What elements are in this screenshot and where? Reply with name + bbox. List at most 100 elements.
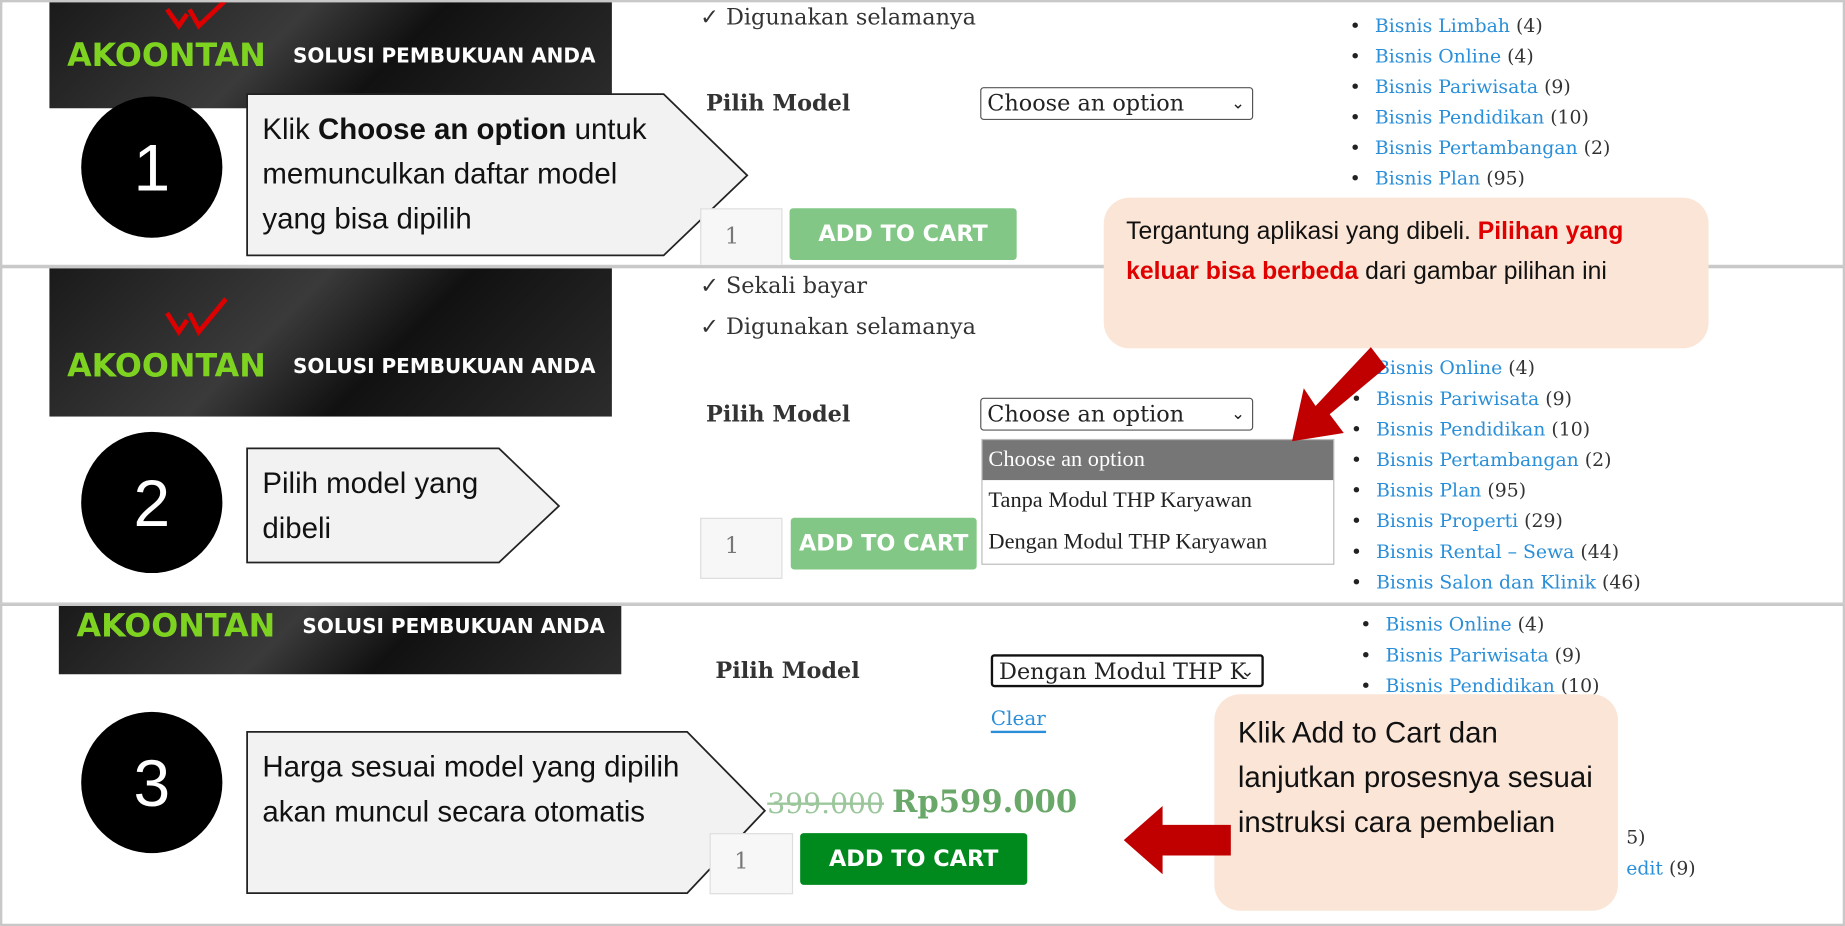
feature-item: ✓ Sekali bayar (700, 272, 868, 299)
model-label: Pilih Model (715, 657, 860, 684)
category-item[interactable]: Bisnis Pertambangan (2) (1371, 133, 1610, 164)
model-dropdown: Choose an option Tanpa Modul THP Karyawa… (981, 438, 1335, 565)
category-item[interactable]: Bisnis Pertambangan (2) (1372, 445, 1641, 476)
category-link[interactable]: Bisnis Pertambangan (1374, 136, 1578, 159)
category-link[interactable]: Bisnis Plan (1374, 167, 1481, 190)
category-count: (4) (1517, 613, 1545, 636)
category-count: (10) (1560, 674, 1600, 697)
category-count: (29) (1524, 509, 1563, 532)
brand-banner: AKOONTAN SOLUSI PEMBUKUAN ANDA (49, 2, 612, 109)
model-label: Pilih Model (706, 90, 851, 117)
select-value: Choose an option (987, 401, 1185, 428)
step-number: 2 (81, 431, 223, 574)
category-count: (10) (1550, 105, 1589, 129)
note-highlight: Pilihan yang keluar bisa berbeda (1126, 217, 1624, 285)
category-count: (2) (1583, 136, 1611, 159)
category-item[interactable]: Bisnis Online (4) (1371, 41, 1610, 72)
brand-tagline: SOLUSI PEMBUKUAN ANDA (292, 355, 596, 379)
category-count: (9) (1554, 643, 1582, 667)
category-link[interactable]: Bisnis Pariwisata (1376, 387, 1540, 410)
old-price: 399.000 (767, 787, 884, 821)
category-item[interactable]: Bisnis Limbah (4) (1371, 11, 1610, 42)
step-number: 3 (81, 711, 223, 854)
category-count-fragment: 5) (1626, 826, 1646, 849)
category-link[interactable]: Bisnis Properti (1376, 509, 1519, 532)
category-item[interactable]: Bisnis Pendidikan (10) (1371, 102, 1610, 133)
category-link[interactable]: Bisnis Online (1385, 613, 1512, 636)
model-select[interactable]: Dengan Modul THP K⌄ (990, 654, 1264, 688)
quantity-input[interactable]: 1 (709, 833, 794, 895)
category-item[interactable]: Bisnis Salon dan Klinik (46) (1372, 567, 1641, 598)
category-count: (4) (1507, 44, 1534, 68)
step-2-callout: Pilih model yang dibeli (246, 447, 561, 565)
category-item[interactable]: Bisnis Pariwisata (9) (1372, 384, 1641, 415)
category-count: (44) (1580, 540, 1620, 563)
step-1-callout: Klik Choose an option untuk memunculkan … (246, 93, 750, 258)
category-link[interactable]: Bisnis Pendidikan (1374, 105, 1545, 129)
category-link[interactable]: Bisnis Pertambangan (1376, 448, 1579, 471)
category-item[interactable]: Bisnis Pariwisata (9) (1381, 640, 1599, 671)
category-count: (10) (1551, 417, 1591, 441)
checkmark-logo-icon (165, 297, 228, 337)
feature-item: ✓ Digunakan selamanya (700, 314, 976, 341)
callout-arrow-shape (246, 447, 561, 564)
category-count: (46) (1602, 570, 1641, 594)
category-link[interactable]: Bisnis Salon dan Klinik (1376, 570, 1597, 594)
category-link[interactable]: Bisnis Pendidikan (1376, 417, 1546, 441)
callout-bold-text: Choose an option (317, 112, 567, 146)
category-item[interactable]: Bisnis Plan (95) (1372, 475, 1641, 506)
brand-tagline: SOLUSI PEMBUKUAN ANDA (292, 44, 596, 69)
category-item[interactable]: Bisnis Rental – Sewa (44) (1372, 537, 1641, 568)
category-count: (9) (1545, 387, 1572, 410)
category-item[interactable]: Bisnis Properti (29) (1372, 506, 1641, 537)
callout-text: Pilih model yang dibeli (262, 467, 479, 545)
clear-link[interactable]: Clear (990, 707, 1046, 734)
category-link[interactable]: edit (1626, 856, 1663, 879)
callout-text: Harga sesuai model yang dipilih akan mun… (262, 750, 680, 829)
category-count: (95) (1486, 167, 1525, 190)
add-to-cart-button[interactable]: ADD TO CART (800, 833, 1028, 885)
model-select[interactable]: Choose an option ⌄ (980, 87, 1254, 121)
category-item[interactable]: Bisnis Plan (95) (1371, 164, 1610, 195)
add-to-cart-button[interactable]: ADD TO CART (789, 208, 1017, 261)
checkmark-logo-icon (165, 2, 227, 30)
dropdown-option[interactable]: Dengan Modul THP Karyawan (988, 529, 1268, 555)
category-count: (95) (1487, 478, 1527, 502)
category-link[interactable]: Bisnis Pariwisata (1385, 643, 1549, 667)
model-label: Pilih Model (706, 401, 851, 428)
brand-name: AKOONTAN (67, 348, 266, 385)
category-link[interactable]: Bisnis Rental – Sewa (1376, 540, 1575, 563)
model-select[interactable]: Choose an option ⌄ (980, 397, 1254, 431)
step-number: 1 (81, 96, 223, 238)
current-price: Rp599.000 (891, 784, 1078, 821)
category-link[interactable]: Bisnis Online (1376, 356, 1503, 379)
brand-name: AKOONTAN (76, 608, 276, 645)
category-item[interactable]: Bisnis Pariwisata (9) (1371, 72, 1610, 103)
instruction-bubble: Klik Add to Cart dan lanjutkan prosesnya… (1214, 694, 1618, 911)
step-1-panel: AKOONTAN SOLUSI PEMBUKUAN ANDA 1 Klik Ch… (0, 0, 1845, 268)
quantity-input[interactable]: 1 (700, 517, 783, 579)
category-item[interactable]: Bisnis Online (4) (1372, 353, 1641, 384)
category-link[interactable]: Bisnis Plan (1376, 478, 1482, 502)
category-link[interactable]: Bisnis Limbah (1374, 14, 1511, 37)
category-item[interactable]: Bisnis Online (4) (1381, 610, 1599, 641)
category-list: Bisnis Limbah (4) Bisnis Online (4) Bisn… (1371, 11, 1610, 195)
category-item[interactable]: Bisnis Pendidikan (10) (1372, 414, 1641, 445)
category-list: Bisnis Online (4) Bisnis Pariwisata (9) … (1381, 610, 1599, 702)
category-link[interactable]: Bisnis Pendidikan (1385, 674, 1555, 697)
chevron-down-icon: ⌄ (1231, 94, 1245, 113)
quantity-input[interactable]: 1 (700, 208, 783, 265)
category-count: (4) (1508, 356, 1535, 379)
dropdown-option[interactable]: Choose an option (982, 440, 1334, 481)
step-3-callout: Harga sesuai model yang dipilih akan mun… (246, 731, 767, 896)
category-link[interactable]: Bisnis Online (1374, 44, 1502, 68)
add-to-cart-button[interactable]: ADD TO CART (790, 517, 977, 570)
category-item[interactable]: Bisnis Pendidikan (10) (1381, 671, 1599, 702)
dropdown-option[interactable]: Tanpa Modul THP Karyawan (988, 488, 1252, 514)
chevron-down-icon: ⌄ (1231, 404, 1245, 424)
select-value: Choose an option (987, 90, 1185, 117)
category-link[interactable]: Bisnis Pariwisata (1374, 75, 1539, 98)
instruction-text: Klik Add to Cart dan lanjutkan prosesnya… (1237, 716, 1593, 839)
feature-item: ✓ Digunakan selamanya (700, 4, 976, 31)
down-left-arrow-icon (1292, 347, 1387, 442)
